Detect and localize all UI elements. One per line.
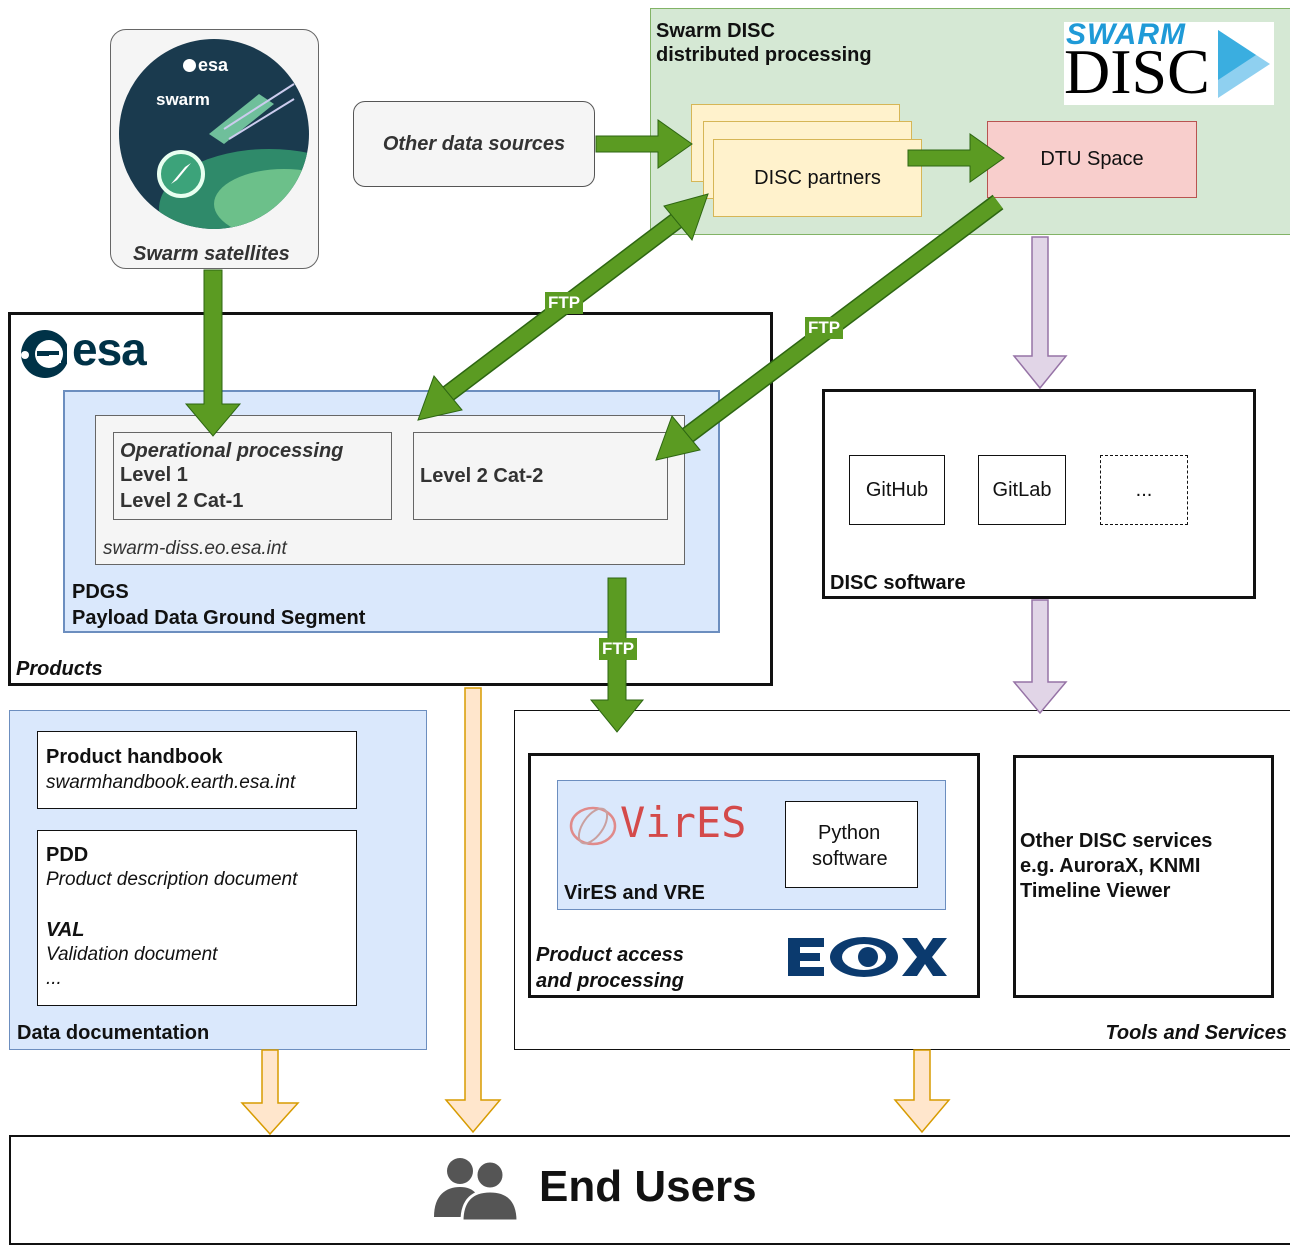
eox-logo <box>786 934 948 980</box>
data-documentation-label: Data documentation <box>17 1022 210 1044</box>
val-title: VAL <box>46 919 85 941</box>
end-users-label: End Users <box>539 1162 757 1211</box>
github-label: GitHub <box>865 478 929 501</box>
other-services-box <box>1013 755 1274 998</box>
product-handbook-url: swarmhandbook.earth.esa.int <box>46 772 296 793</box>
python-software-line2: software <box>812 848 888 870</box>
operational-processing-box <box>113 432 392 520</box>
python-software-line1: Python <box>818 822 881 844</box>
github-box: GitHub <box>849 455 945 525</box>
disc-play-icon <box>1218 30 1270 98</box>
users-icon <box>434 1158 520 1221</box>
other-data-sources-label: Other data sources <box>382 132 566 155</box>
swarm-mission-logo <box>119 39 309 229</box>
swarm-satellites-caption: Swarm satellites <box>133 243 290 265</box>
operational-level2-cat1: Level 2 Cat-1 <box>120 490 244 512</box>
dtu-space-label: DTU Space <box>1040 148 1144 170</box>
pdd-val-box <box>37 830 357 1006</box>
products-label: Products <box>16 658 103 680</box>
arrow-software-to-tools <box>1012 599 1068 715</box>
vires-logo-text: VirES <box>620 798 747 847</box>
other-services-line2: e.g. AuroraX, KNMI <box>1020 855 1201 877</box>
operational-processing-title: Operational processing <box>120 440 344 462</box>
vires-logo-icon <box>569 806 617 846</box>
other-repo-label: ... <box>1135 478 1153 501</box>
vires-vre-label: VirES and VRE <box>564 882 705 904</box>
level2-cat2-label: Level 2 Cat-2 <box>420 465 544 487</box>
arrow-dtu-to-software <box>1012 236 1068 390</box>
swarm-logo-text: swarm <box>156 90 210 109</box>
arrow-tools-to-users <box>893 1049 951 1134</box>
operational-level1: Level 1 <box>120 464 188 486</box>
arrow-docs-to-users <box>240 1049 300 1136</box>
disc-partners-label: DISC partners <box>754 166 881 189</box>
other-data-sources-box: Other data sources <box>353 101 595 187</box>
swarm-disc-logo-disc: DISC <box>1064 36 1210 107</box>
esa-logo-icon <box>19 328 69 380</box>
tools-services-label: Tools and Services <box>1105 1022 1287 1044</box>
gitlab-label: GitLab <box>992 478 1052 501</box>
pdd-description: Product description document <box>46 869 298 890</box>
level2-cat2-box <box>413 432 668 520</box>
esa-logo-text: esa <box>72 323 147 375</box>
other-services-line3: Timeline Viewer <box>1020 880 1171 902</box>
swarm-disc-logo-swarm: SWARM <box>1066 18 1186 51</box>
product-handbook-box <box>37 731 357 809</box>
arrow-products-to-users <box>444 687 502 1134</box>
disc-title-line1: Swarm DISC <box>656 20 775 42</box>
ftp-label-partners: FTP <box>545 292 584 314</box>
disc-software-label: DISC software <box>830 572 966 594</box>
ftp-label-vires: FTP <box>599 638 638 660</box>
disc-title-line2: distributed processing <box>656 44 872 66</box>
product-access-line1: Product access <box>536 944 684 966</box>
ftp-label-dtu: FTP <box>805 317 844 339</box>
gitlab-box: GitLab <box>978 455 1066 525</box>
pdgs-title: PDGS <box>72 581 129 603</box>
other-repo-box: ... <box>1100 455 1188 525</box>
product-handbook-title: Product handbook <box>46 746 223 768</box>
disc-partners-box: DISC partners <box>713 139 922 217</box>
esa-small-logo-icon <box>183 59 196 72</box>
dtu-space-box: DTU Space <box>987 121 1197 198</box>
pdgs-subtitle: Payload Data Ground Segment <box>72 607 366 629</box>
swarm-logo-esa-text: esa <box>198 55 229 75</box>
other-services-line1: Other DISC services <box>1020 830 1213 852</box>
val-description: Validation document <box>46 944 218 965</box>
server-url: swarm-diss.eo.esa.int <box>103 538 287 559</box>
docs-ellipsis: ... <box>46 968 62 989</box>
swarm-disc-logo: SWARM DISC <box>1064 18 1274 107</box>
pdd-title: PDD <box>46 844 89 866</box>
product-access-line2: and processing <box>536 970 684 992</box>
python-software-box <box>785 801 918 888</box>
